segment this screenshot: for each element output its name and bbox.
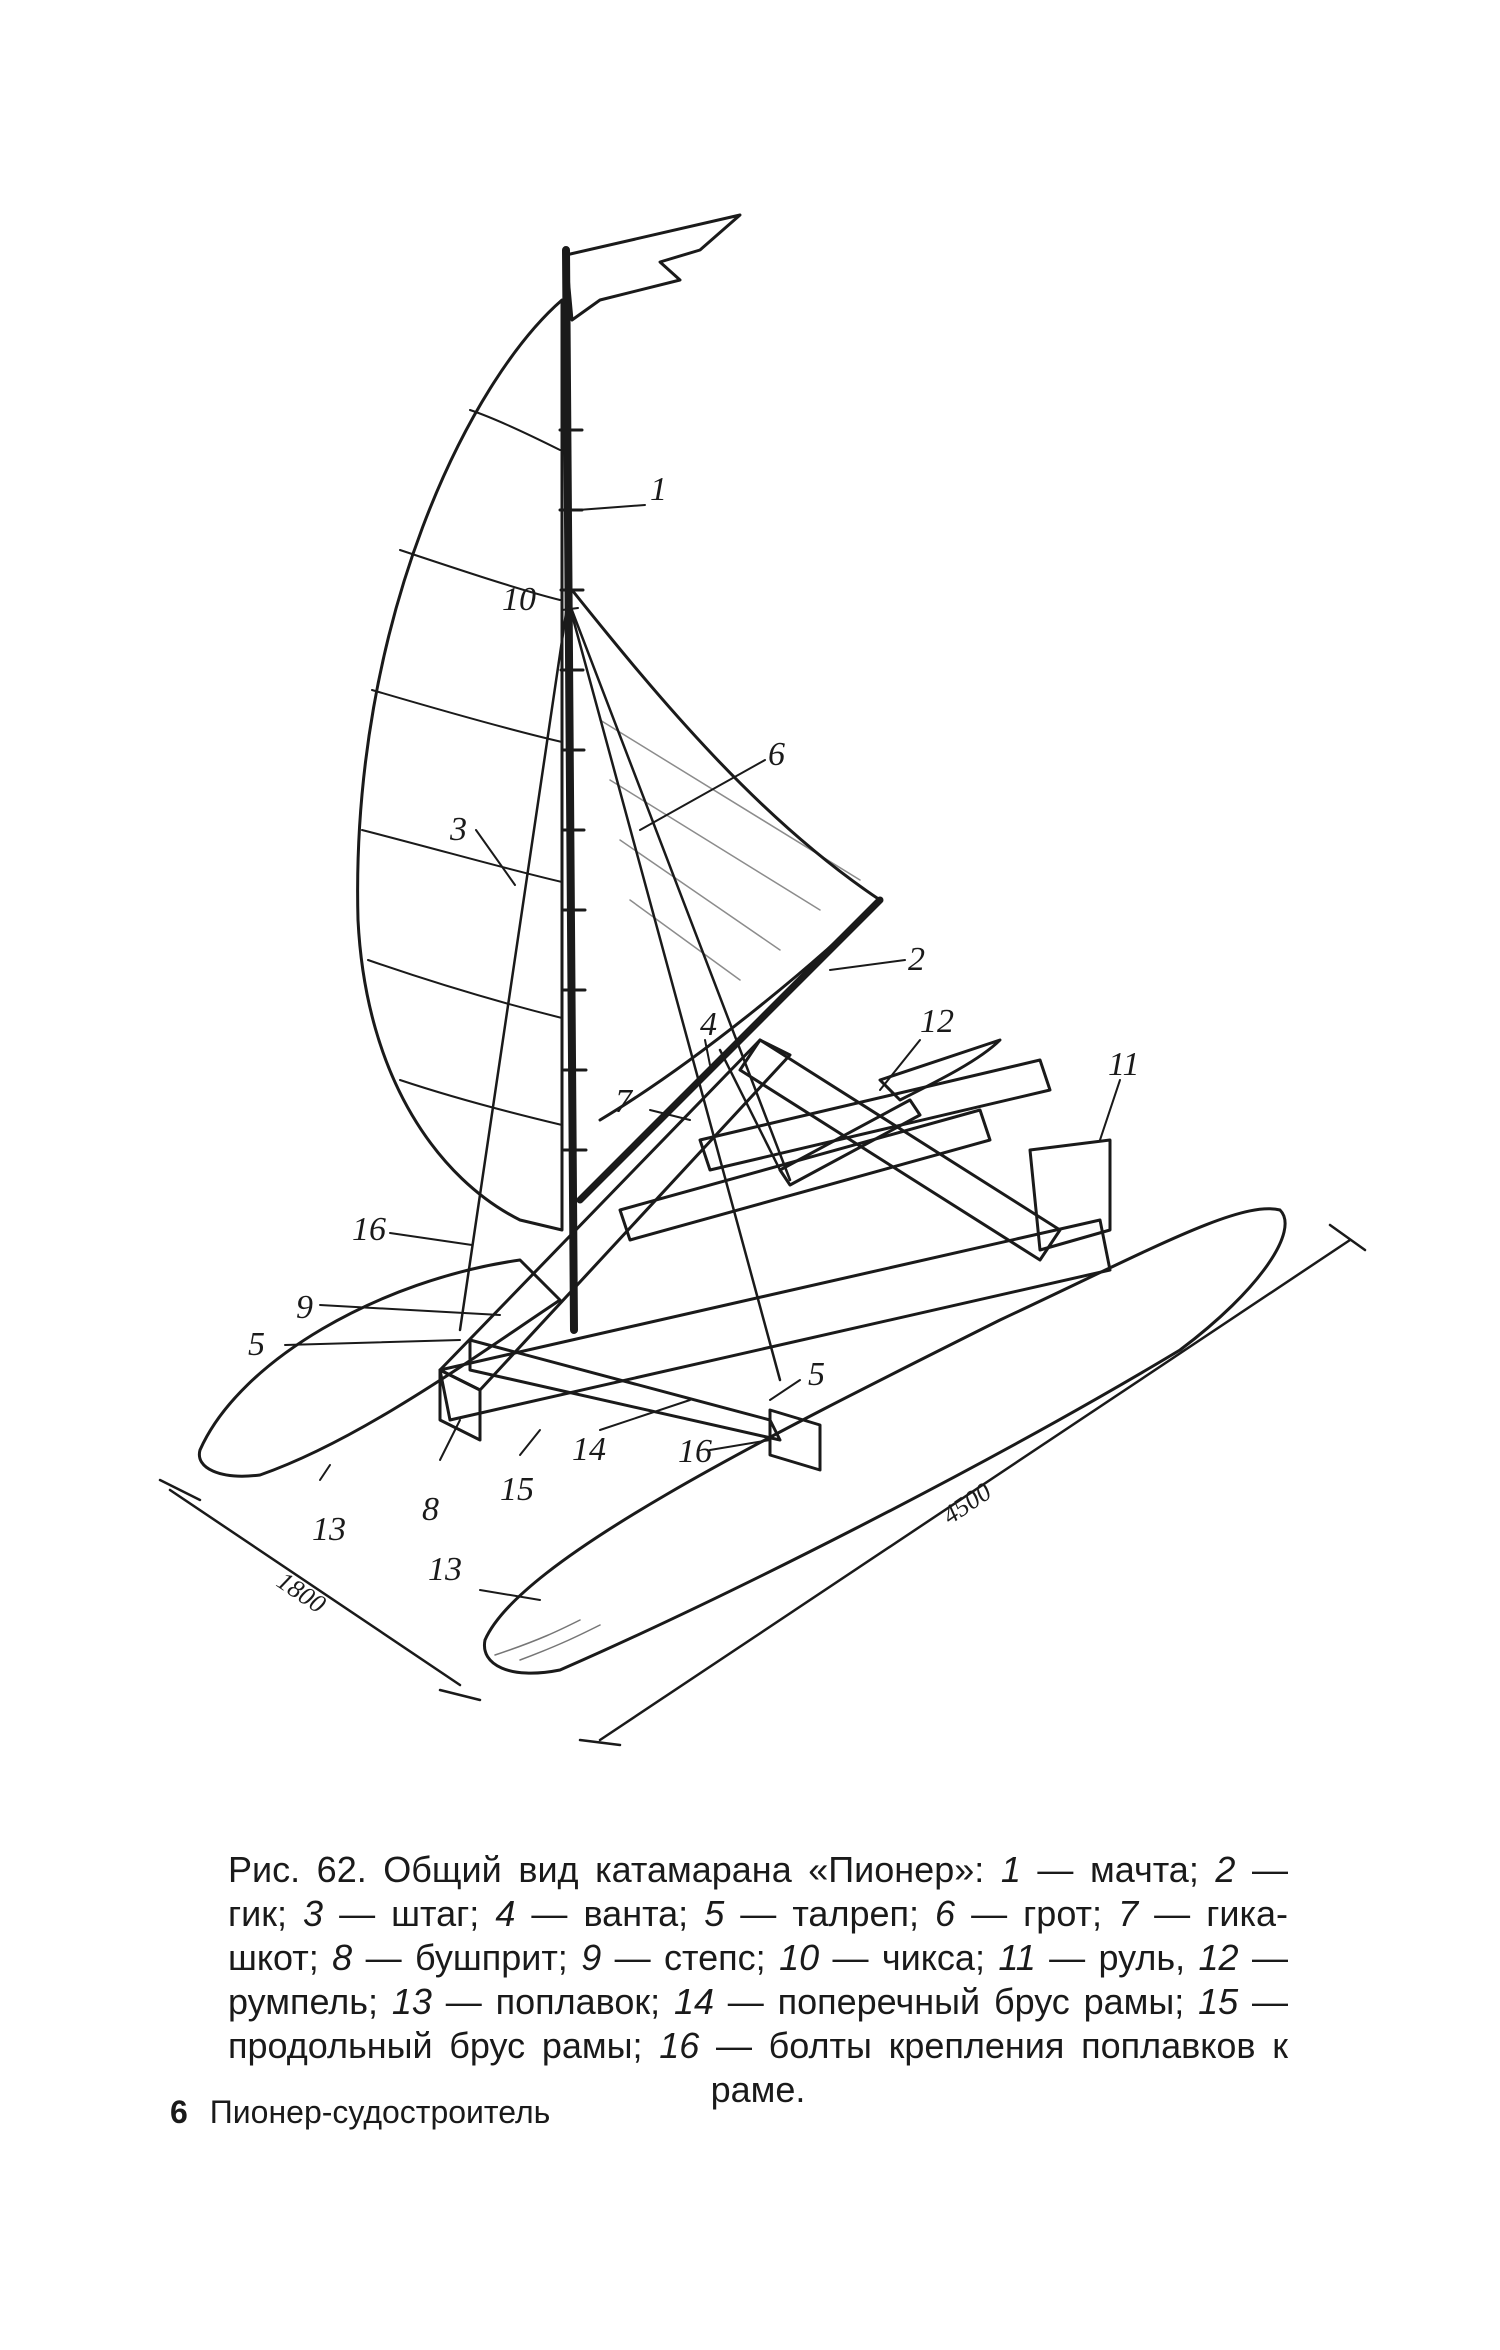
callout-5-right: 5 [808,1356,825,1393]
catamaran-drawing: 1 2 3 4 5 5 6 7 8 9 10 11 12 13 13 14 15… [158,213,1367,1747]
caption-item-number: 7 [1118,1893,1139,1934]
caption-item-number: 16 [659,2025,700,2066]
callout-16-top: 16 [352,1211,386,1248]
dimension-lines [158,1223,1367,1747]
page-number: 6 [170,2094,188,2130]
figure-caption: Рис. 62. Общий вид катамарана «Пионер»: … [228,1848,1288,2112]
deck-frame [438,1038,1112,1472]
caption-item-number: 15 [1198,1981,1239,2022]
running-title: Пионер-судостроитель [209,2094,551,2130]
caption-item-number: 13 [391,1981,432,2022]
rigging [458,598,792,1382]
caption-item-number: 1 [1000,1849,1021,1890]
caption-item-text: — поперечный брус рамы; [713,1981,1199,2022]
caption-item-number: 9 [581,1937,602,1978]
caption-lead: Рис. 62. Общий вид катамарана «Пионер»: [228,1849,1001,1890]
caption-item-text: — талреп; [724,1893,936,1934]
callout-9: 9 [296,1289,313,1326]
caption-item-text: — чикса; [819,1937,999,1978]
caption-item-text: — мачта; [1020,1849,1216,1890]
caption-item-text: — степс; [601,1937,780,1978]
callout-6: 6 [768,736,785,773]
boom [576,896,884,1204]
caption-item-number: 8 [332,1937,353,1978]
caption-item-number: 6 [935,1893,956,1934]
caption-item-number: 14 [673,1981,714,2022]
caption-item-number: 11 [998,1937,1036,1978]
rear-cross-beam-tip [878,1038,1002,1102]
callout-2: 2 [908,941,925,978]
caption-item-number: 12 [1198,1937,1239,1978]
leader-lines [284,504,1121,1601]
caption-item-number: 10 [779,1937,820,1978]
mast [558,246,588,1334]
callout-7: 7 [615,1083,634,1120]
callout-11: 11 [1108,1046,1139,1083]
rudder [1028,1138,1112,1252]
callout-10: 10 [502,581,536,618]
caption-item-number: 4 [495,1893,516,1934]
caption-item-text: — ванта; [515,1893,705,1934]
tiller [778,1098,922,1187]
callout-13-right: 13 [428,1551,462,1588]
dimension-length: 4500 [937,1477,996,1530]
caption-item-text: — румпель; [228,1937,1288,2022]
page-footer: 6 Пионер-судостроитель [170,2094,550,2131]
caption-item-text: — бушприт; [352,1937,582,1978]
dimension-width: 1800 [272,1566,331,1619]
callout-12: 12 [920,1003,954,1040]
caption-item-text: — руль, [1035,1937,1199,1978]
callout-5-left: 5 [248,1326,265,1363]
callout-8: 8 [422,1491,439,1528]
callout-15: 15 [500,1471,534,1508]
callout-1: 1 [650,471,667,508]
caption-item-text: — поплавок; [431,1981,674,2022]
caption-item-text: — грот; [955,1893,1119,1934]
caption-item-number: 3 [303,1893,324,1934]
callout-4: 4 [700,1006,717,1043]
floats [197,1207,1287,1675]
caption-item-number: 2 [1215,1849,1236,1890]
callout-13-left: 13 [312,1511,346,1548]
pennant-flag [564,213,742,322]
caption-legend: 1 — мачта; 2 — гик; 3 — штаг; 4 — ванта;… [228,1849,1288,2110]
caption-item-text: — гик; [228,1849,1289,1934]
callout-3: 3 [449,811,467,848]
caption-item-text: — продольный брус рамы; [228,1981,1288,2066]
caption-item-text: — штаг; [323,1893,496,1934]
caption-item-text: — болты крепления поплавков к раме. [699,2025,1288,2110]
callout-16-bottom: 16 [678,1433,712,1470]
callout-14: 14 [572,1431,606,1468]
caption-item-number: 5 [704,1893,725,1934]
caption-item-text: — гика-шкот; [228,1893,1289,1978]
